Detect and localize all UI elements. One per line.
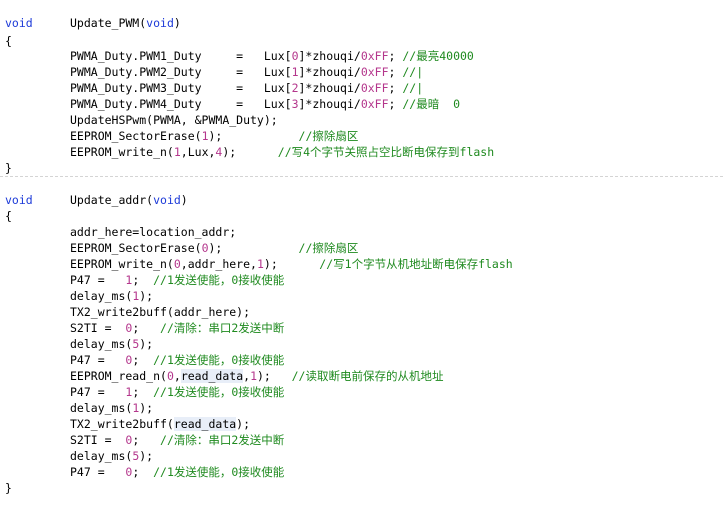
code-line: delay_ms(1);	[70, 289, 154, 303]
code-line: }	[0, 160, 723, 176]
code-line: TX2_write2buff(addr_here);	[70, 305, 251, 319]
code-line: }	[0, 480, 723, 496]
code-line: EEPROM_read_n(0,read_data,1); //读取断电前保存的…	[70, 369, 444, 383]
code-line: PWMA_Duty.PWM3_Duty = Lux[2]*zhouqi/0xFF…	[70, 81, 424, 95]
close-brace: }	[5, 481, 12, 495]
code-line: EEPROM_SectorErase(0); //擦除扇区	[70, 241, 359, 255]
code-line: EEPROM_SectorErase(1); //擦除扇区	[70, 129, 359, 143]
code-line: P47 = 1; //1发送使能，0接收使能	[70, 273, 285, 287]
function-separator	[0, 176, 723, 177]
code-line: delay_ms(5);	[70, 449, 154, 463]
code-line: UpdateHSPwm(PWMA, &PWMA_Duty);	[70, 113, 278, 127]
code-line: S2TI = 0; //清除：串口2发送中断	[70, 433, 285, 447]
code-editor[interactable]: void Update_PWM(void) { PWMA_Duty.PWM1_D…	[0, 0, 723, 496]
code-line: PWMA_Duty.PWM2_Duty = Lux[1]*zhouqi/0xFF…	[70, 65, 424, 79]
function-signature: Update_addr(void)	[70, 193, 188, 207]
close-brace: }	[5, 161, 12, 175]
code-line: P47 = 0; //1发送使能，0接收使能	[70, 353, 285, 367]
code-line: void Update_PWM(void)	[0, 15, 723, 31]
open-brace: {	[5, 34, 12, 48]
code-line: S2TI = 0; //清除：串口2发送中断	[70, 321, 285, 335]
code-line: TX2_write2buff(read_data);	[70, 417, 251, 431]
code-line: delay_ms(5);	[70, 337, 154, 351]
code-line: P47 = 1; //1发送使能，0接收使能	[70, 385, 285, 399]
code-line: EEPROM_write_n(0,addr_here,1); //写1个字节从机…	[70, 257, 513, 271]
return-type-keyword: void	[5, 193, 33, 207]
code-line: {	[0, 33, 723, 49]
code-line: {	[0, 208, 723, 224]
function-signature: Update_PWM(void)	[70, 16, 181, 30]
open-brace: {	[5, 209, 12, 223]
code-line: delay_ms(1);	[70, 401, 154, 415]
code-line: addr_here=location_addr;	[70, 225, 237, 239]
return-type-keyword: void	[5, 16, 33, 30]
code-line: P47 = 0; //1发送使能，0接收使能	[70, 465, 285, 479]
code-line: void Update_addr(void)	[0, 192, 723, 208]
code-line: PWMA_Duty.PWM4_Duty = Lux[3]*zhouqi/0xFF…	[70, 97, 460, 111]
code-line: EEPROM_write_n(1,Lux,4); //写4个字节关照占空比断电保…	[70, 145, 495, 159]
code-line: PWMA_Duty.PWM1_Duty = Lux[0]*zhouqi/0xFF…	[70, 49, 474, 63]
